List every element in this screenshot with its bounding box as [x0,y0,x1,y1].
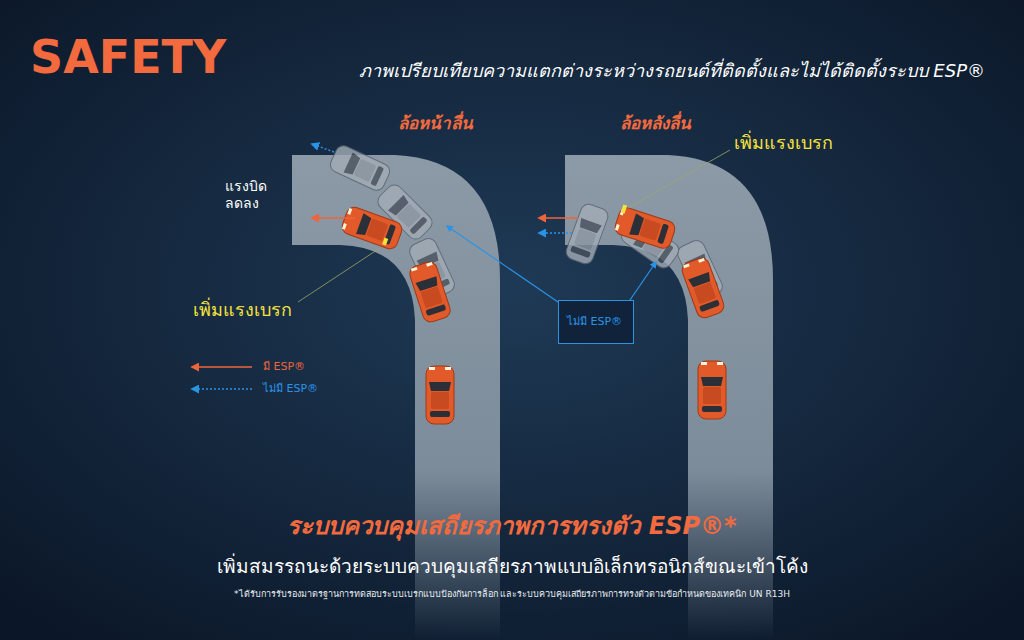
feature-subheading: เพิ่มสมรรถนะด้วยระบบควบคุมเสถียรภาพแบบอิ… [0,555,1024,578]
brake-label: เพิ่มแรงเบรก [193,299,292,321]
direction-arrow [312,217,355,219]
leader-line [298,248,380,302]
car [340,205,404,251]
footnote: *ได้รับการรับรองมาตรฐานการทดสอบระบบเบรกแ… [0,589,1024,600]
legend-sample [192,388,252,390]
car [408,260,453,324]
car [698,361,726,419]
brake-mark [621,205,627,214]
car-ghost [328,143,392,193]
leader-arrow [630,262,656,300]
leader-arrow [447,226,558,302]
torque-label: แรงบิด ลดลง [225,178,283,212]
callout-box: ไม่มี ESP® [558,300,634,344]
direction-arrow [539,217,578,219]
leader-line [628,150,730,208]
car [426,366,454,424]
direction-arrow [539,232,572,234]
legend-label: ไม่มี ESP® [263,382,318,395]
brake-mark [382,238,388,246]
brake-label: เพิ่มแรงเบรก [734,132,833,154]
scenario-label: ล้อหลังลื่น [620,113,691,133]
page-title: SAFETY [30,30,226,85]
callout-text: ไม่มี ESP® [567,315,622,328]
legend-label: มี ESP® [263,360,305,373]
scenario-label: ล้อหน้าลื่น [398,113,473,133]
car-ghost [564,202,610,266]
car [680,256,726,320]
feature-heading: ระบบควบคุมเสถียรภาพการทรงตัว ESP®* [0,512,1024,541]
legend-sample [192,366,252,368]
subtitle: ภาพเปรียบเทียบความแตกต่างระหว่างรถยนต์ที… [359,60,985,82]
direction-arrow [312,144,334,152]
